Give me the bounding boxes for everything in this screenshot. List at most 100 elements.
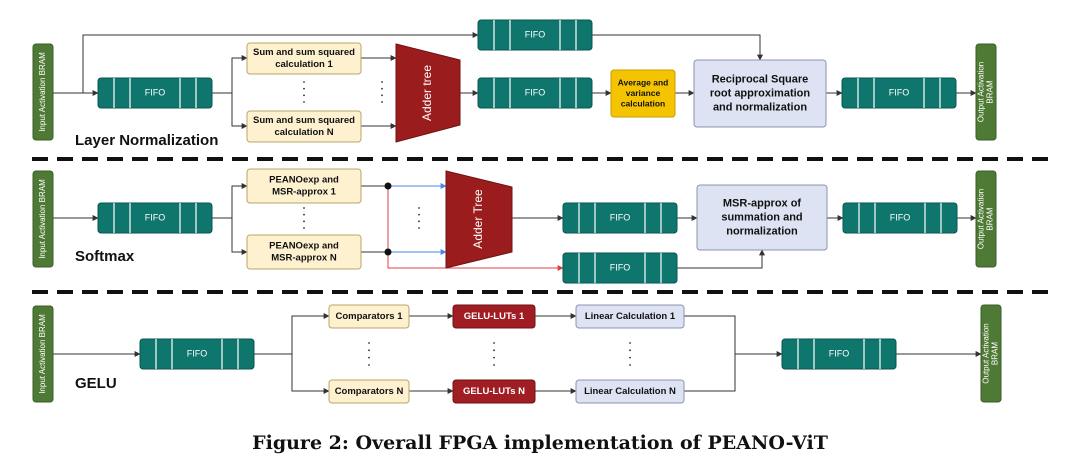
gelu-lut-1-text: GELU-LUTs 1: [464, 311, 525, 322]
gelu-output-bram: [980, 304, 1002, 403]
gelu-dots-comp-1: [368, 342, 370, 344]
gelu-comp-1-text: Comparators 1: [335, 311, 403, 322]
gelu-dots-lut-1: [493, 342, 495, 344]
ln-c-fifo-sumn: [231, 93, 248, 129]
sm-output-bram-label-2: BRAM: [986, 207, 995, 230]
gelu-input-bram-label: Input Activation BRAM: [38, 314, 47, 394]
gelu-lin-n: [575, 379, 685, 404]
ln-fifo-out-label: FIFO: [889, 87, 910, 97]
gelu-fifo-in-label: FIFO: [187, 348, 208, 358]
ln-dots-right-2: [381, 87, 383, 90]
gelu-lin-n-text: Linear Calculation N: [584, 386, 676, 397]
sm-c-bot-msr: [677, 249, 765, 269]
sm-dots-right-1: [418, 207, 420, 209]
gelu-lut-n: [452, 379, 536, 404]
ln-c-top-recip: [592, 34, 763, 61]
gelu-dots-lut-2: [493, 349, 495, 352]
sm-c-red-bypass: [387, 186, 564, 271]
sm-fifo-out: [842, 202, 958, 234]
gelu-fifo-in: [139, 338, 255, 370]
sm-dots-right-4: [418, 227, 420, 229]
gelu-section-label: GELU: [75, 375, 117, 392]
sm-dots-left-4: [303, 227, 305, 229]
sm-output-bram-label-1: Output Activation: [977, 189, 986, 249]
ln-recip-text-line-2: root approximation: [710, 87, 811, 99]
ln-sum-1-text-line-2: calculation 1: [275, 59, 333, 70]
ln-recip-box: [693, 59, 827, 128]
connector-lines: [53, 32, 982, 394]
sm-fifo-mid-label: FIFO: [610, 212, 631, 222]
ln-fifo-in: [97, 77, 213, 109]
ln-dots-right-1: [381, 81, 383, 83]
gelu-dots-comp-4: [368, 364, 370, 366]
sm-msr-text-line-3: normalization: [726, 225, 798, 237]
sm-dots-left-2: [303, 213, 305, 216]
ln-dots-left-3: [303, 94, 305, 97]
sm-peano-1-text-line-2: MSR-approx 1: [272, 187, 337, 198]
ln-avg-text-line-3: calculation: [621, 98, 665, 108]
ln-c-in-top: [53, 32, 479, 94]
sm-fifo-bot: [562, 252, 678, 284]
gelu-dots-lin-1: [629, 342, 631, 344]
ln-avg-box: [610, 69, 676, 118]
sm-fifo-bot-label: FIFO: [610, 262, 631, 272]
sm-node-1: [384, 182, 392, 190]
gelu-dots-lut-4: [493, 364, 495, 366]
ln-avg-text-line-2: variance: [626, 88, 661, 98]
sm-c-fifo-pn: [231, 218, 248, 255]
gelu-dots-comp-3: [368, 356, 370, 359]
gelu-lin-1-text: Linear Calculation 1: [585, 311, 676, 322]
sm-dots-left-1: [303, 207, 305, 209]
ln-sum-1: [246, 42, 362, 75]
diagram-blocks: Input Activation BRAM FIFO FIFO Sum and sum…: [32, 19, 1052, 404]
sm-msr-text-line-1: MSR-approx of: [723, 197, 802, 209]
ln-dots-left-1: [303, 81, 305, 83]
gelu-lut-1: [452, 304, 536, 329]
ln-fifo-mid-label: FIFO: [525, 87, 546, 97]
gelu-lin-1: [575, 304, 685, 329]
gelu-input-bram: [32, 305, 54, 403]
gelu-comp-n-text: Comparators N: [335, 386, 404, 397]
ln-dots-right-3: [381, 94, 383, 97]
sm-peano-n-text-line-2: MSR-approx N: [271, 253, 337, 264]
sm-fifo-in: [97, 202, 213, 234]
ln-fifo-in-label: FIFO: [145, 87, 166, 97]
gelu-comp-1: [328, 304, 410, 329]
ln-fifo-mid: [477, 77, 593, 109]
gelu-fifo-out: [781, 338, 897, 370]
gelu-lut-n-text: GELU-LUTs N: [463, 386, 525, 397]
ln-output-bram-label-2: BRAM: [986, 80, 995, 103]
ln-sum-1-text-line-1: Sum and sum squared: [253, 47, 355, 58]
ln-dots-right-4: [381, 101, 383, 103]
sm-peano-n-text-line-1: PEANOexp and: [269, 241, 339, 252]
ln-sum-n-text-line-2: calculation N: [274, 127, 333, 138]
ln-recip-text-line-3: and normalization: [713, 101, 807, 113]
sm-output-bram: [975, 170, 997, 268]
ln-input-bram: [32, 43, 54, 141]
gelu-comp-n: [328, 379, 410, 404]
sm-msr-text-line-2: summation and: [721, 211, 802, 223]
gelu-dots-lut-3: [493, 356, 495, 359]
ln-adder-tree: [395, 43, 461, 143]
sm-peano-n: [246, 234, 362, 270]
gelu-dots-comp-2: [368, 349, 370, 352]
ln-dots-left-4: [303, 101, 305, 103]
ln-sum-n-text-line-1: Sum and sum squared: [253, 115, 355, 126]
sm-fifo-out-label: FIFO: [890, 212, 911, 222]
sm-adder-label: Adder Tree: [471, 189, 485, 249]
sm-input-bram-label: Input Activation BRAM: [38, 179, 47, 259]
ln-input-bram-label: Input Activation BRAM: [38, 52, 47, 132]
sm-c-fifo-p1: [212, 183, 248, 219]
sm-section-label: Softmax: [75, 248, 135, 265]
ln-output-bram: [975, 43, 997, 141]
figure-caption: Figure 2: Overall FPGA implementation of…: [252, 432, 828, 454]
gelu-c-fifo-cn: [291, 354, 330, 394]
ln-avg-text-line-1: Average and: [618, 77, 669, 87]
gelu-output-bram-label-1: Output Activation: [982, 323, 991, 383]
gelu-output-bram-label-2: BRAM: [991, 342, 1000, 365]
sm-peano-1-text-line-1: PEANOexp and: [269, 175, 339, 186]
ln-adder-label: Adder tree: [420, 65, 434, 121]
gelu-dots-lin-3: [629, 356, 631, 359]
sm-input-bram: [32, 170, 54, 268]
